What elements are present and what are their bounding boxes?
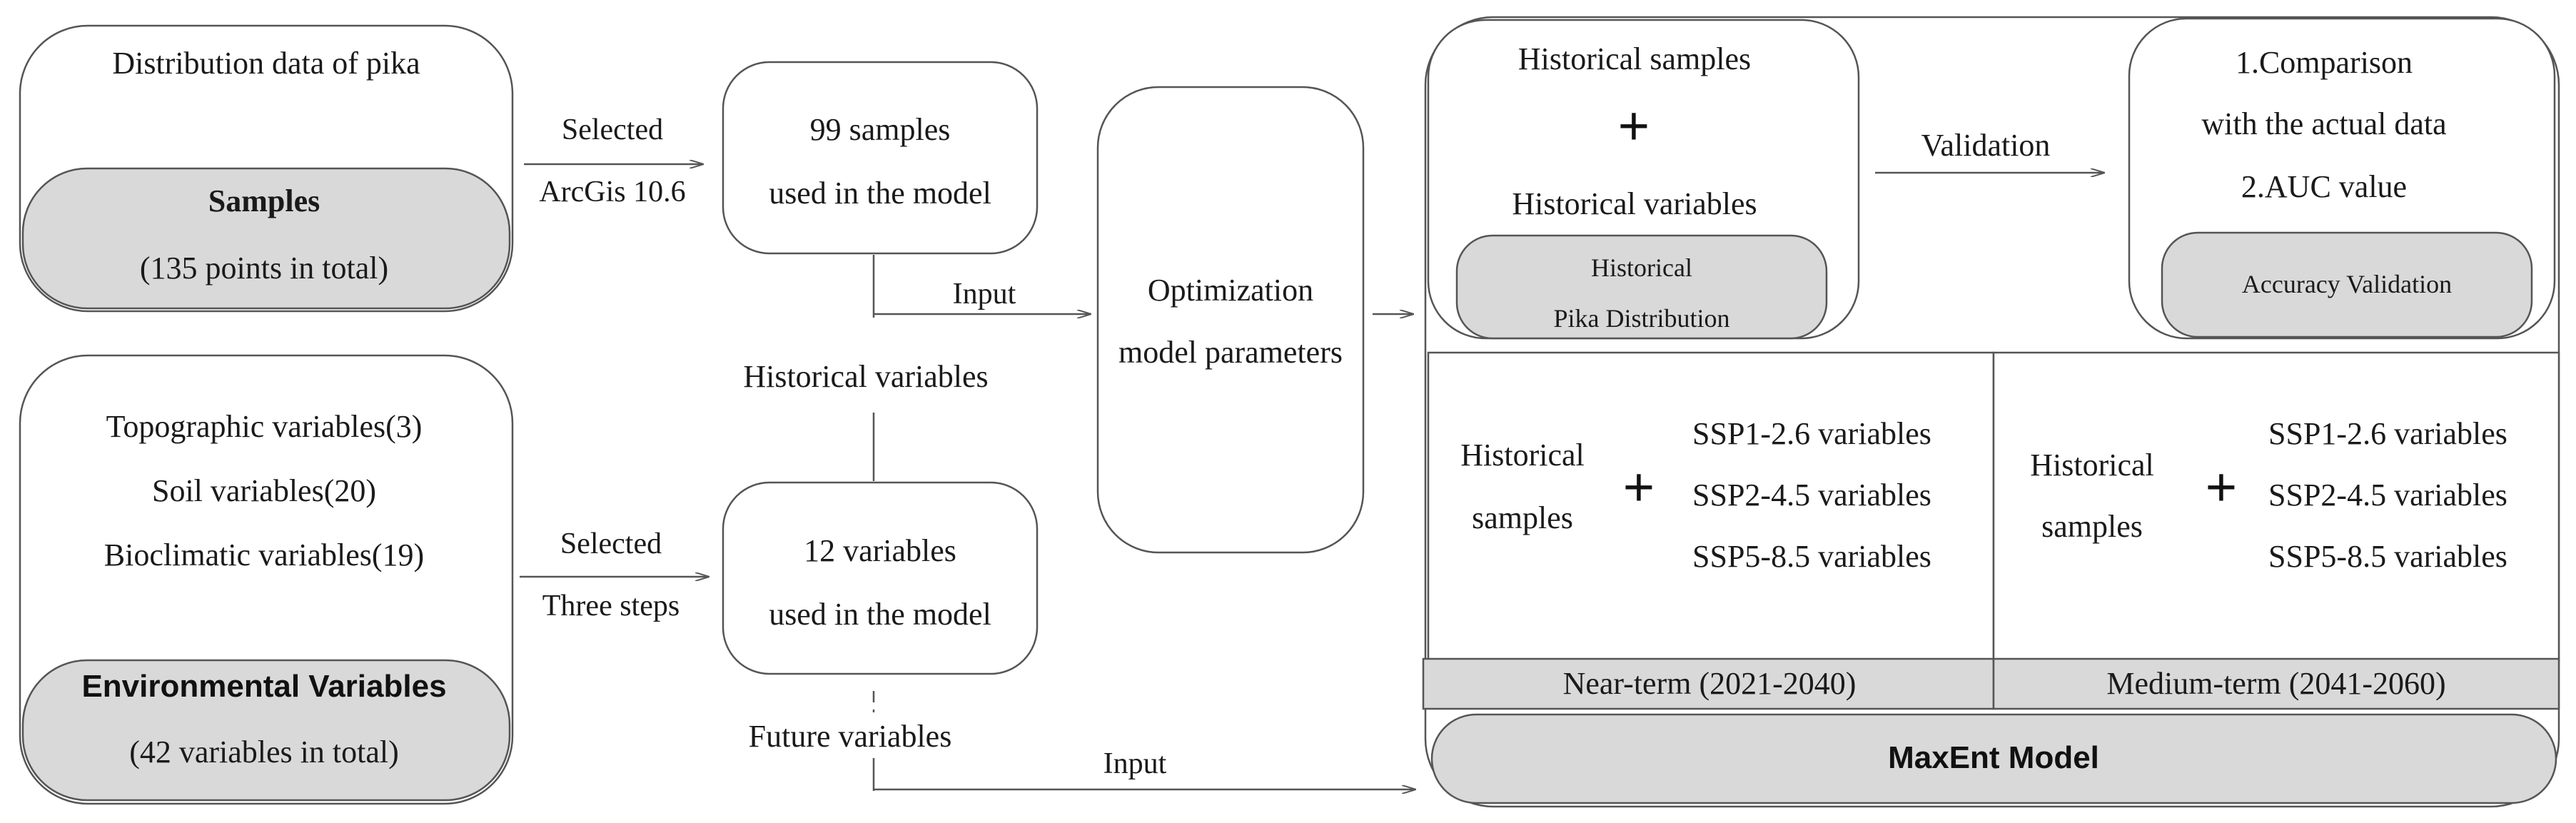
samples-title: Samples <box>208 183 320 218</box>
samples-used-line2: used in the model <box>769 176 991 211</box>
medium-ssp2: SSP2-4.5 variables <box>2268 478 2507 513</box>
near-ssp2: SSP2-4.5 variables <box>1692 478 1931 513</box>
near-term-footer <box>1422 657 1995 710</box>
historical-tag-line1: Historical <box>1591 253 1692 282</box>
medium-historical-samples-line1: Historical <box>2030 448 2154 483</box>
variables-used-line1: 12 variables <box>804 533 956 568</box>
historical-variables-text: Historical variables <box>1512 186 1757 221</box>
validation-label: Validation <box>1921 128 2051 163</box>
optimization-line2: model parameters <box>1118 335 1343 370</box>
environmental-summary-pill <box>21 659 511 802</box>
historical-block: Historical samples + Historical variable… <box>1427 19 1860 340</box>
accuracy-tag-label: Accuracy Validation <box>2242 270 2452 298</box>
near-plus-icon: + <box>1623 457 1655 517</box>
medium-ssp5: SSP5-8.5 variables <box>2268 539 2507 574</box>
input-bottom-label: Input <box>1103 747 1167 780</box>
samples-count: (135 points in total) <box>140 251 388 286</box>
accuracy-validation-tag <box>2161 231 2533 338</box>
medium-term-label: Medium-term (2041-2060) <box>2106 666 2445 701</box>
environmental-box: Topographic variables(3) Soil variables(… <box>19 354 514 805</box>
near-term-block: Historical samples + SSP1-2.6 variables … <box>1422 351 1995 710</box>
samples-used-box: 99 samples used in the model <box>722 61 1039 255</box>
medium-ssp1: SSP1-2.6 variables <box>2268 416 2507 451</box>
future-variables-label: Future variables <box>749 719 952 754</box>
comparison-line1: 1.Comparison <box>2236 45 2413 80</box>
medium-term-block: Historical samples + SSP1-2.6 variables … <box>1992 351 2560 710</box>
samples-used-line1: 99 samples <box>810 112 951 147</box>
medium-plus-icon: + <box>2206 457 2237 517</box>
arrow-samples-bottom-label: ArcGis 10.6 <box>539 176 685 208</box>
near-historical-samples-line1: Historical <box>1460 438 1585 473</box>
connectors-middle: Input Historical variables Future variab… <box>743 255 1415 791</box>
maxent-model-label: MaxEnt Model <box>1888 740 2099 775</box>
optimization-line1: Optimization <box>1148 273 1313 308</box>
auc-value-line: 2.AUC value <box>2241 169 2407 204</box>
historical-samples-text: Historical samples <box>1518 41 1751 76</box>
arrow-samples-selected: Selected ArcGis 10.6 <box>524 113 703 208</box>
samples-box: Distribution data of pika Samples (135 p… <box>19 24 514 313</box>
plus-icon: + <box>1618 96 1650 156</box>
arrow-env-selected: Selected Three steps <box>520 527 709 622</box>
optimization-box: Optimization model parameters <box>1096 86 1365 554</box>
variables-used-line2: used in the model <box>769 597 991 632</box>
comparison-line2: with the actual data <box>2201 106 2446 141</box>
environmental-title: Environmental Variables <box>81 669 446 704</box>
variables-used-box: 12 variables used in the model <box>722 481 1039 675</box>
arrow-samples-top-label: Selected <box>562 113 663 146</box>
arrow-env-bottom-label: Three steps <box>542 590 680 622</box>
topographic-variables: Topographic variables(3) <box>106 409 423 444</box>
samples-source-text: Distribution data of pika <box>112 46 420 81</box>
near-ssp1: SSP1-2.6 variables <box>1692 416 1931 451</box>
near-ssp5: SSP5-8.5 variables <box>1692 539 1931 574</box>
historical-distribution-tag <box>1455 234 1828 340</box>
medium-term-footer <box>1992 657 2560 710</box>
accuracy-block: 1.Comparison with the actual data 2.AUC … <box>2128 17 2556 340</box>
historical-tag-line2: Pika Distribution <box>1553 304 1729 333</box>
bioclimatic-variables: Bioclimatic variables(19) <box>104 537 424 572</box>
arrow-env-top-label: Selected <box>560 527 662 560</box>
maxent-panel: Historical samples + Historical variable… <box>1422 16 2560 808</box>
soil-variables: Soil variables(20) <box>152 473 376 508</box>
near-term-label: Near-term (2021-2040) <box>1563 666 1857 701</box>
maxent-model-bar: MaxEnt Model <box>1430 713 2557 804</box>
input-top-label: Input <box>953 278 1016 310</box>
historical-variables-label: Historical variables <box>743 359 988 394</box>
environmental-count: (42 variables in total) <box>129 734 399 769</box>
near-historical-samples-line2: samples <box>1472 500 1573 535</box>
samples-summary-pill <box>21 167 511 310</box>
medium-historical-samples-line2: samples <box>2041 509 2143 544</box>
